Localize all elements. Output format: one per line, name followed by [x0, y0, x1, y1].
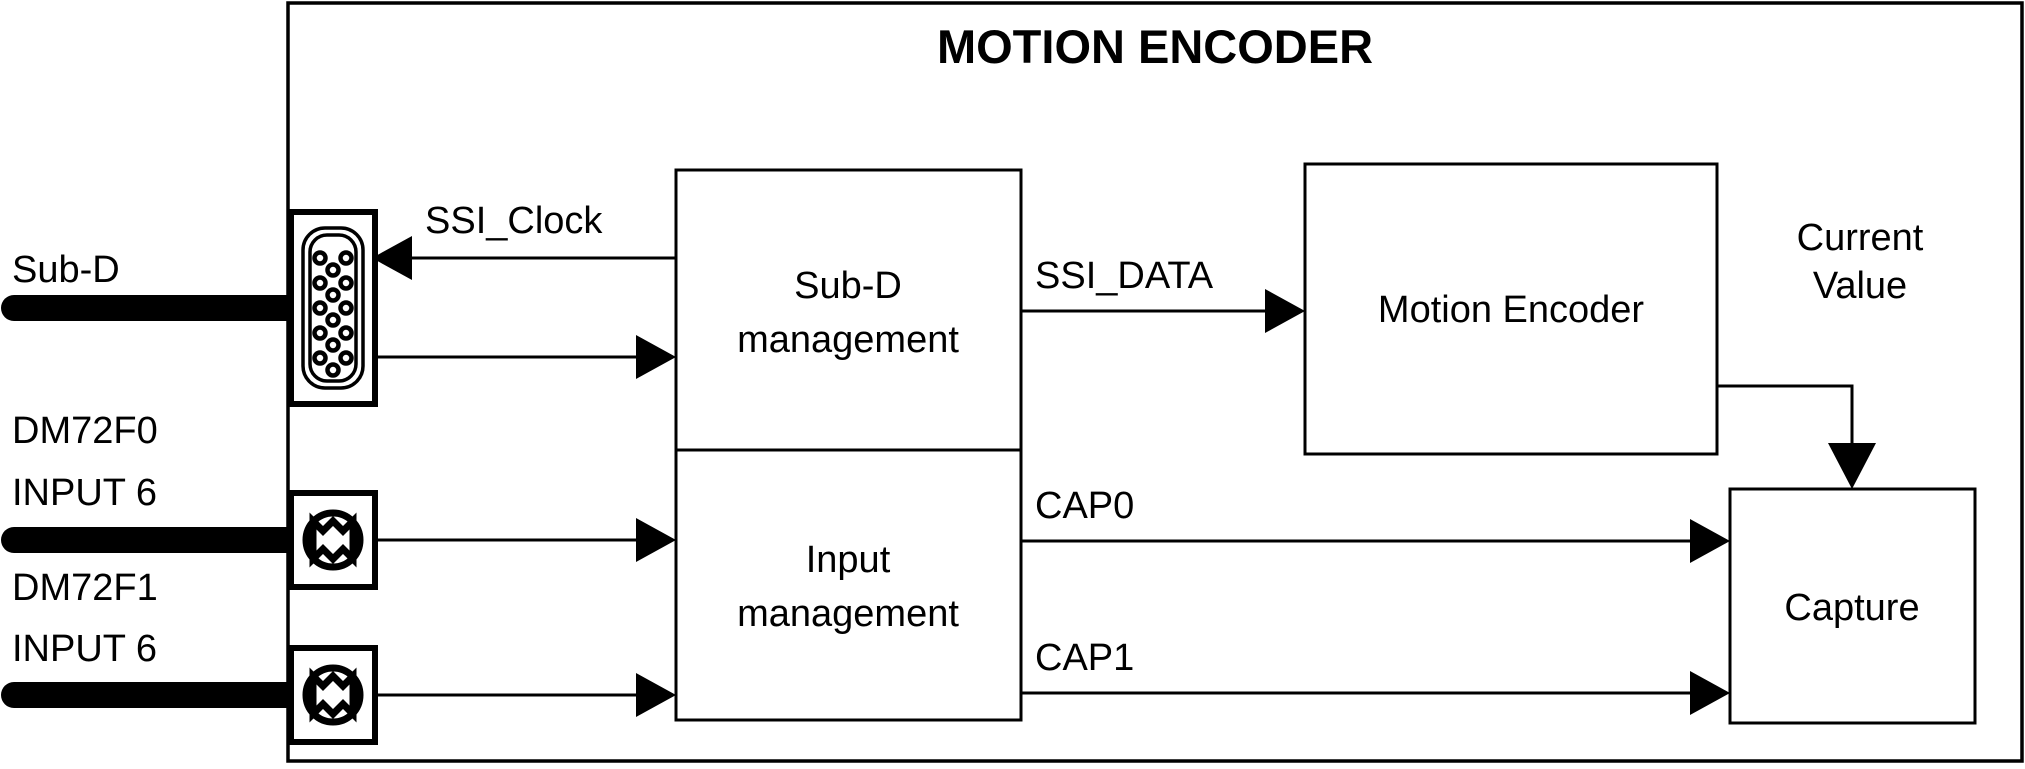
external-label-dm72f1-name: DM72F1	[12, 567, 158, 609]
signal-label-cap1: CAP1	[1035, 637, 1134, 679]
external-label-dm72f1-input: INPUT 6	[12, 628, 157, 670]
page-title: MOTION ENCODER	[937, 20, 1373, 73]
sub-d-connector	[288, 209, 378, 407]
signal-input0	[375, 518, 676, 562]
block-capture	[1728, 487, 1977, 725]
block-input-management-label-line2: management	[737, 593, 959, 635]
block-capture-label: Capture	[1784, 587, 1919, 629]
block-motion-encoder-label: Motion Encoder	[1378, 289, 1644, 331]
block-sub-d-management-label-line2: management	[737, 319, 959, 361]
signal-cap0: CAP0	[1021, 485, 1730, 563]
signal-sub-d-in	[375, 335, 676, 379]
signal-label-current-value-line2: Value	[1813, 265, 1907, 307]
signal-input1	[375, 673, 676, 717]
signal-label-cap0: CAP0	[1035, 485, 1134, 527]
signal-label-ssi-data: SSI_DATA	[1035, 255, 1214, 297]
signal-ssi-data: SSI_DATA	[1021, 255, 1305, 333]
block-input-management	[674, 448, 1023, 722]
input6-connector-0	[288, 490, 378, 590]
block-sub-d-management-label-line1: Sub-D	[794, 265, 902, 307]
signal-label-ssi-clock: SSI_Clock	[425, 200, 603, 242]
signal-ssi-clock: SSI_Clock	[372, 200, 676, 280]
block-sub-d-management	[674, 168, 1023, 452]
external-label-sub-d: Sub-D	[12, 249, 120, 291]
signal-label-current-value-line1: Current	[1797, 217, 1924, 259]
external-label-dm72f0-input: INPUT 6	[12, 472, 157, 514]
input6-connector-1	[288, 645, 378, 745]
external-label-dm72f0-name: DM72F0	[12, 410, 158, 452]
block-input-management-label-line1: Input	[806, 539, 891, 581]
signal-current-value: Current Value	[1717, 217, 1924, 489]
signal-cap1: CAP1	[1021, 637, 1730, 715]
block-motion-encoder	[1303, 162, 1719, 456]
